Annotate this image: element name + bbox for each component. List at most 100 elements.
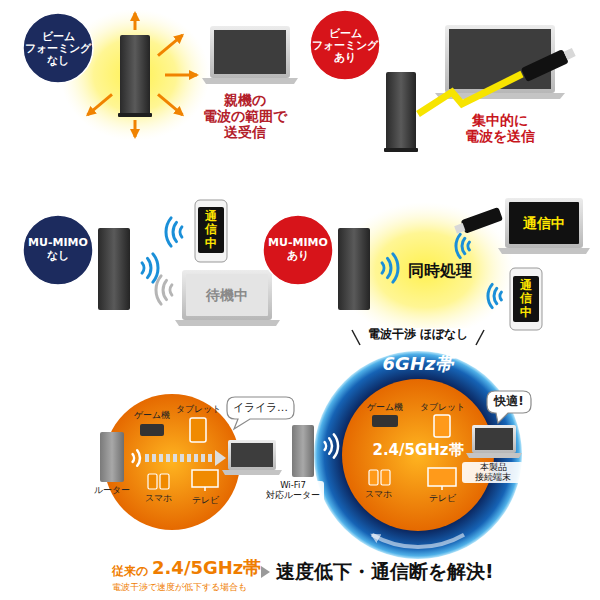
signal-arrow-head bbox=[215, 450, 226, 466]
device-label: スマホ bbox=[358, 489, 398, 499]
laptop-icon bbox=[472, 425, 516, 453]
wifi-waves bbox=[456, 234, 469, 257]
phone-icon bbox=[369, 470, 378, 485]
wifi-waves bbox=[133, 450, 140, 465]
band-ring: 電波干渉 ほぼなし6GHz帯2.4/5GHz帯 bbox=[313, 350, 523, 560]
tv-stand bbox=[441, 486, 443, 490]
laptop-screen bbox=[214, 30, 286, 74]
usb-dongle-body bbox=[461, 207, 503, 234]
phone-icon bbox=[148, 474, 157, 489]
device-label: Wi-Fi7 対応ルーター bbox=[262, 481, 324, 501]
badge-circle: ビーム フォーミング なし bbox=[22, 12, 94, 84]
banner-bracket bbox=[352, 330, 360, 345]
router-stand bbox=[384, 148, 418, 152]
band-circle-text: 2.4/5GHz帯 bbox=[372, 442, 463, 459]
summary-text: 2.4/5GHz帯 bbox=[152, 558, 261, 579]
banner-bracket bbox=[476, 330, 484, 345]
radiation-arrow bbox=[165, 74, 197, 77]
ring-flow-arrow bbox=[372, 535, 464, 547]
laptop-screen-outline bbox=[509, 202, 579, 244]
badge-circle: MU-MIMO なし bbox=[22, 214, 94, 286]
phone-screen-text: 通信中 bbox=[205, 210, 217, 250]
speech-bubble-outline bbox=[227, 397, 294, 429]
device-label: ルーター bbox=[88, 485, 136, 495]
router-icon bbox=[100, 432, 124, 482]
callout-text: 親機の 電波の範囲で 送受信 bbox=[190, 92, 300, 140]
laptop-base bbox=[222, 470, 282, 475]
laptop-base bbox=[498, 248, 590, 254]
badge-circle-text: ビーム フォーミング あり bbox=[310, 27, 380, 63]
band-circle-outline bbox=[342, 379, 494, 531]
laptop-screen-text: 待機中 bbox=[206, 287, 248, 303]
radiation-arrow bbox=[88, 94, 113, 115]
phone-screen-outline bbox=[198, 207, 224, 253]
wifi-waves bbox=[325, 434, 338, 457]
radiation-arrow bbox=[134, 13, 137, 30]
phone-screen-outline bbox=[513, 276, 539, 322]
badge-circle-text: MU-MIMO なし bbox=[23, 237, 93, 262]
laptop-screen bbox=[231, 443, 273, 467]
device-label: テレビ bbox=[187, 495, 223, 505]
laptop-screen-text: 通信中 bbox=[523, 215, 565, 231]
laptop-screen: 通信中 bbox=[509, 202, 579, 244]
tv-stand bbox=[204, 487, 206, 491]
phone-screen: 通信中 bbox=[513, 276, 539, 322]
laptop-screen-outline bbox=[186, 274, 268, 316]
usb-dongle bbox=[453, 207, 503, 237]
phone-screen: 通信中 bbox=[198, 207, 224, 253]
band-circle: 2.4/5GHz帯 bbox=[341, 378, 495, 532]
usb-dongle bbox=[521, 45, 577, 82]
badge-circle-outline bbox=[23, 215, 93, 285]
laptop-icon bbox=[182, 270, 272, 320]
wifi-waves bbox=[166, 218, 182, 246]
game-console-icon bbox=[140, 424, 164, 436]
wifi-waves bbox=[142, 254, 158, 282]
game-console-icon bbox=[372, 415, 398, 427]
laptop-screen bbox=[475, 428, 513, 450]
radiation-arrow bbox=[158, 35, 183, 56]
tv-icon bbox=[192, 470, 218, 487]
phone-screen-text: 通信中 bbox=[520, 279, 532, 319]
badge-circle-text: MU-MIMO あり bbox=[263, 237, 333, 262]
callout-text: 同時処理 bbox=[402, 262, 478, 280]
phone-icon bbox=[510, 268, 542, 330]
radiation-arrow bbox=[134, 120, 137, 137]
device-label: 本製品 接続端末 bbox=[462, 462, 524, 483]
speech-bubble-text: イライラ… bbox=[233, 402, 288, 415]
congested-signal bbox=[145, 454, 215, 462]
phone-icon bbox=[195, 200, 227, 262]
router-stand bbox=[118, 113, 152, 117]
radiation-arrow bbox=[158, 94, 183, 115]
router-icon bbox=[120, 35, 150, 115]
beam-lightning bbox=[418, 74, 522, 114]
badge-circle-outline bbox=[23, 13, 93, 83]
router-icon bbox=[338, 228, 370, 310]
wifi-waves bbox=[382, 254, 398, 282]
badge-circle: MU-MIMO あり bbox=[262, 214, 334, 286]
laptop-screen: 待機中 bbox=[186, 274, 268, 316]
badge-circle-outline bbox=[263, 215, 333, 285]
device-label: ゲーム機 bbox=[365, 402, 405, 412]
laptop-icon bbox=[228, 440, 276, 470]
device-label: テレビ bbox=[424, 493, 460, 503]
speech-bubble: イライラ… bbox=[226, 396, 295, 420]
band-ring-text: 6GHz帯 bbox=[383, 354, 454, 375]
laptop-base bbox=[202, 78, 298, 84]
phone-icon bbox=[160, 474, 169, 489]
laptop-base bbox=[175, 320, 280, 326]
laptop-screen bbox=[449, 29, 551, 89]
router-icon bbox=[292, 425, 314, 477]
signal-glow bbox=[335, 202, 515, 338]
badge-circle: ビーム フォーミング あり bbox=[309, 9, 381, 81]
speech-bubble: 快適! bbox=[486, 390, 532, 414]
band-ring-text: 電波干渉 ほぼなし bbox=[365, 328, 471, 342]
device-label: タブレット bbox=[418, 402, 466, 412]
tablet-icon bbox=[190, 418, 206, 442]
summary-arrow bbox=[261, 566, 270, 578]
laptop-icon bbox=[210, 26, 290, 78]
router-icon bbox=[98, 228, 130, 310]
